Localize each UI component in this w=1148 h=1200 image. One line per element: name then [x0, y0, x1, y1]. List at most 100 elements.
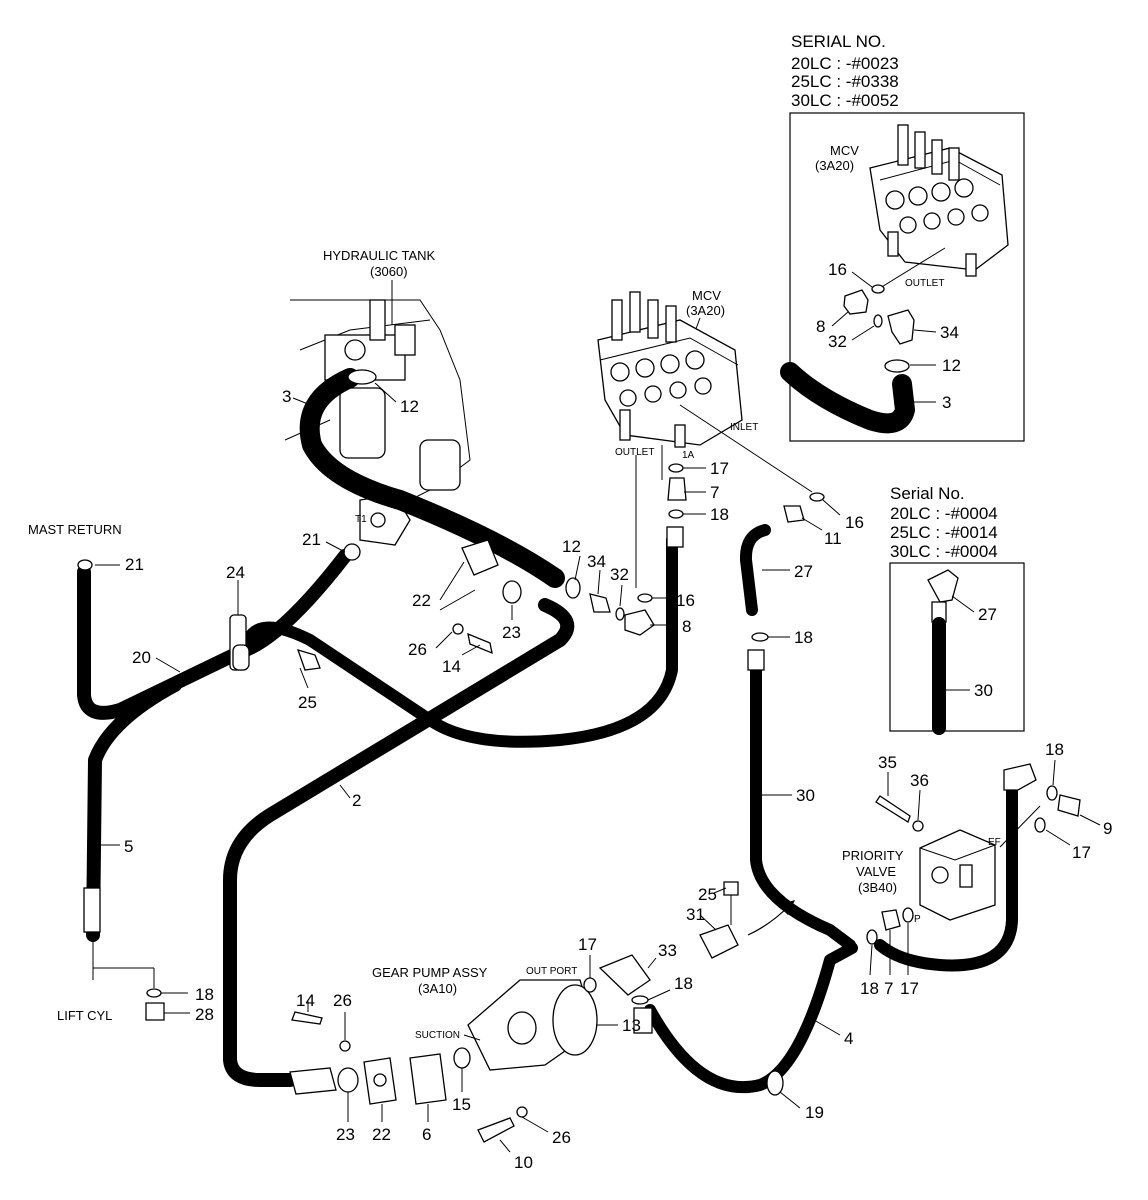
callout-18-priority: 18 [860, 979, 879, 998]
callout-18-outport: 18 [674, 974, 693, 993]
callout-23-pump: 23 [336, 1125, 355, 1144]
detail-2-elbow-27 [927, 569, 959, 603]
hose-end-mcv [666, 526, 684, 548]
connector-11 [783, 505, 805, 523]
port-ef-label: EF [988, 837, 1001, 848]
clamp-21-tank [343, 543, 361, 561]
callout-21-mast: 21 [125, 555, 144, 574]
callout-27-detail-2: 27 [978, 605, 997, 624]
washer-26-tank [452, 623, 464, 635]
callout-13: 13 [622, 1016, 641, 1035]
callout-26-tank: 26 [408, 640, 427, 659]
serial-line-2-30lc: 30LC : -#0004 [890, 542, 998, 561]
oring-18-mcv [668, 509, 684, 519]
callout-16-main: 16 [676, 591, 695, 610]
oring-18-ef [1046, 785, 1058, 801]
detail-box-1 [789, 112, 1025, 442]
callout-23-tank: 23 [502, 623, 521, 642]
oring-15 [453, 1047, 471, 1069]
oring-17-ef [1034, 817, 1046, 833]
mast-return-label: MAST RETURN [28, 522, 122, 537]
bolt-14-tank [467, 632, 493, 655]
clamp-31 [699, 924, 739, 959]
washer-26-pump [339, 1040, 351, 1052]
callout-25-clamp: 25 [698, 885, 717, 904]
hose-4 [644, 942, 858, 1094]
mcv-outlet-label: OUTLET [615, 447, 654, 458]
callout-34: 34 [587, 552, 606, 571]
serial-note-2: Serial No. 20LC : -#0004 25LC : -#0014 3… [890, 484, 998, 561]
callout-17-ef: 17 [1072, 843, 1091, 862]
bolt-14-pump [291, 1011, 323, 1025]
serial-title-2: Serial No. [890, 484, 965, 503]
gear-pump-label: GEAR PUMP ASSY [372, 965, 488, 980]
detail-box-2 [889, 562, 1025, 732]
detail-1-mcv [869, 124, 1009, 277]
callout-14-pump: 14 [296, 991, 315, 1010]
oring-18-lift [146, 988, 162, 998]
callout-8: 8 [682, 617, 691, 636]
callout-30: 30 [796, 786, 815, 805]
callout-31: 31 [686, 905, 705, 924]
serial-line-1-30lc: 30LC : -#0052 [791, 91, 899, 110]
clamp-12-tank [347, 369, 377, 385]
priority-valve-code: (3B40) [858, 880, 897, 895]
mcv-inlet-label: INLET [730, 422, 758, 433]
oring-17-mcv [668, 463, 684, 473]
callout-7-priority: 7 [884, 979, 893, 998]
bolt-25-clamp [723, 881, 739, 896]
callout-16-inlet: 16 [845, 513, 864, 532]
callout-25-bracket: 25 [298, 693, 317, 712]
callout-26-pump-lower: 26 [552, 1128, 571, 1147]
callout-9: 9 [1103, 819, 1112, 838]
callout-36: 36 [910, 771, 929, 790]
detail-1-mcv-code: (3A20) [815, 158, 854, 173]
hose-5 [86, 678, 182, 942]
washer-36 [912, 820, 924, 832]
callout-8-detail-1: 8 [816, 317, 825, 336]
oring-18-priority [866, 929, 878, 945]
oring-23-pump [337, 1067, 359, 1093]
mcv-label: MCV [692, 288, 721, 303]
callout-27: 27 [794, 562, 813, 581]
callout-5: 5 [124, 837, 133, 856]
bolt-35 [875, 795, 911, 823]
hose-end-30 [747, 649, 765, 671]
callout-18-mcv: 18 [710, 505, 729, 524]
clamp-12-suction [565, 577, 581, 599]
callout-3: 3 [282, 387, 291, 406]
adapter-8 [624, 609, 655, 636]
callout-12-detail-1: 12 [942, 356, 961, 375]
callout-32: 32 [610, 565, 629, 584]
serial-line-1-25lc: 25LC : -#0338 [791, 72, 899, 91]
oring-17-outport [583, 977, 597, 993]
oring-16-main [637, 593, 653, 603]
callout-30-detail-2: 30 [974, 681, 993, 700]
callout-15: 15 [452, 1095, 471, 1114]
serial-line-2-20lc: 20LC : -#0004 [890, 504, 998, 523]
hose-end-5 [83, 887, 101, 933]
oring-18-hose30 [751, 632, 769, 642]
mcv-code: (3A20) [686, 303, 725, 318]
clamp-19 [766, 1070, 784, 1096]
callout-17-mcv: 17 [710, 459, 729, 478]
tank-label: HYDRAULIC TANK [323, 248, 436, 263]
callout-33: 33 [658, 941, 677, 960]
callout-32-detail-1: 32 [828, 332, 847, 351]
callout-18-ef: 18 [1045, 740, 1064, 759]
oring-23-tank [502, 580, 522, 604]
clamp-21-mast [77, 559, 93, 571]
callout-19: 19 [805, 1103, 824, 1122]
callout-17-outport: 17 [578, 935, 597, 954]
callout-3-detail-1: 3 [942, 393, 951, 412]
callout-2: 2 [352, 791, 361, 810]
callout-6: 6 [422, 1125, 431, 1144]
priority-valve-label-2: VALVE [856, 864, 896, 879]
bolt-10 [477, 1117, 515, 1143]
callout-14-tank: 14 [442, 657, 461, 676]
elbow-33 [598, 954, 651, 996]
priority-valve-label-1: PRIORITY [842, 848, 904, 863]
callout-20: 20 [132, 648, 151, 667]
tank-port-t1: T1 [355, 514, 367, 525]
connector-34 [589, 593, 611, 613]
